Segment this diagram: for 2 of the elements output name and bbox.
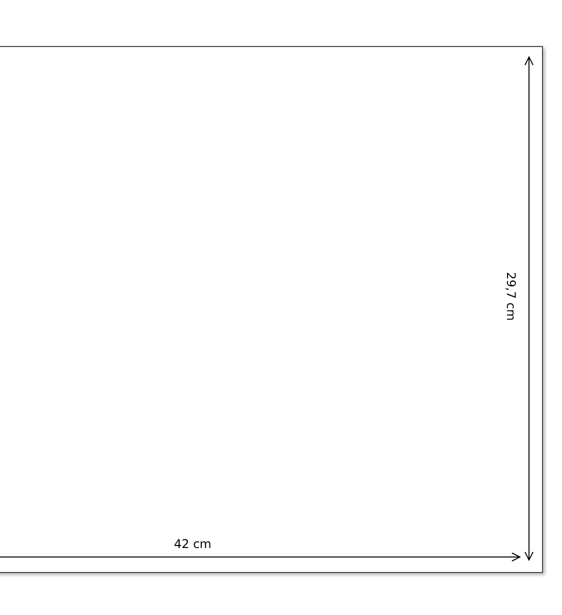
dimension-label: 42 cm (174, 537, 212, 551)
dimension-label: 29,7 cm (504, 272, 518, 321)
